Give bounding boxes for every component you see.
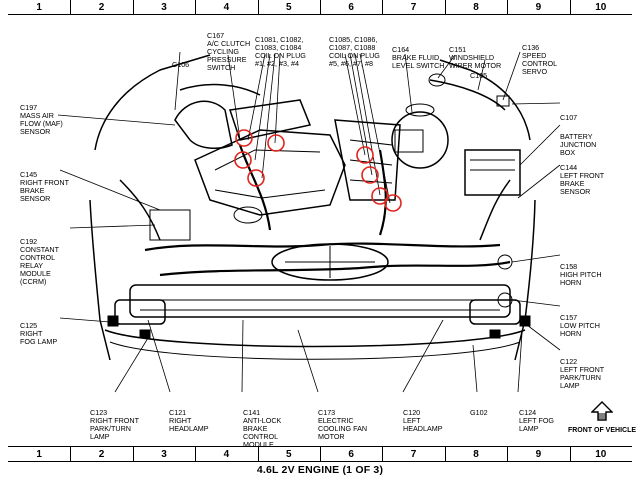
grid-divider: [382, 0, 384, 14]
grid-column-8: 8: [473, 1, 479, 13]
grid-divider: [257, 0, 259, 14]
grid-divider: [444, 0, 446, 14]
grid-column-4: 4: [223, 1, 230, 13]
grid-divider: [444, 447, 446, 461]
callout-g102: G102: [470, 408, 488, 417]
highlight-coil-on-plug-1: [235, 129, 253, 147]
grid-ruler-top: 1 2 3 4 5 6 7 8 9 10: [8, 0, 632, 15]
grid-column-7: 7: [410, 448, 417, 460]
grid-column-7: 7: [410, 1, 417, 13]
grid-column-2: 2: [98, 448, 105, 460]
grid-divider: [195, 0, 197, 14]
highlight-coil-on-plug-3: [234, 151, 252, 169]
callout-c107: C107: [560, 113, 578, 122]
grid-column-5: 5: [286, 448, 292, 460]
grid-ruler-bottom: 1 2 3 4 5 6 7 8 9 10: [8, 446, 632, 462]
grid-divider: [132, 0, 134, 14]
grid-divider: [70, 447, 72, 461]
grid-divider: [320, 0, 321, 14]
grid-divider: [195, 447, 197, 461]
grid-column-10: 10: [595, 448, 607, 460]
grid-column-9: 9: [535, 448, 542, 460]
grid-divider: [257, 447, 259, 461]
grid-column-8: 8: [473, 448, 479, 460]
highlight-coil-on-plug-4: [247, 169, 265, 187]
grid-divider: [569, 0, 571, 14]
grid-column-1: 1: [36, 1, 42, 13]
grid-divider: [569, 447, 571, 461]
front-of-vehicle-label: FRONT OF VEHICLE: [567, 427, 637, 434]
front-of-vehicle-indicator: FRONT OF VEHICLE: [566, 401, 638, 434]
highlight-coil-on-plug-6: [361, 166, 379, 184]
grid-column-10: 10: [595, 1, 607, 13]
callout-c105: C105: [470, 71, 488, 80]
grid-column-5: 5: [286, 1, 292, 13]
highlight-coil-on-plug-5: [356, 146, 374, 164]
highlight-coil-on-plug-2: [267, 134, 285, 152]
highlight-coil-on-plug-8: [384, 194, 402, 212]
callout-c1085-c1088: C1085, C1086,C1087, C1088 COIL ON PLUG #…: [329, 35, 380, 68]
grid-divider: [382, 447, 384, 461]
grid-divider: [320, 447, 321, 461]
grid-column-9: 9: [535, 1, 542, 13]
grid-column-6: 6: [348, 1, 354, 13]
grid-divider: [507, 0, 509, 14]
callout-c106: C106: [172, 60, 190, 69]
grid-column-3: 3: [161, 448, 167, 460]
grid-divider: [70, 0, 72, 14]
grid-divider: [507, 447, 509, 461]
diagram-title: 4.6L 2V ENGINE (1 OF 3): [256, 464, 384, 476]
grid-column-2: 2: [98, 1, 105, 13]
grid-column-4: 4: [223, 448, 230, 460]
callout-c1081-c1084: C1081, C1082,C1083, C1084 COIL ON PLUG #…: [255, 35, 306, 68]
grid-column-3: 3: [161, 1, 167, 13]
grid-column-6: 6: [348, 448, 354, 460]
grid-column-1: 1: [36, 448, 42, 460]
front-arrow-icon: [590, 401, 614, 421]
grid-divider: [132, 447, 134, 461]
